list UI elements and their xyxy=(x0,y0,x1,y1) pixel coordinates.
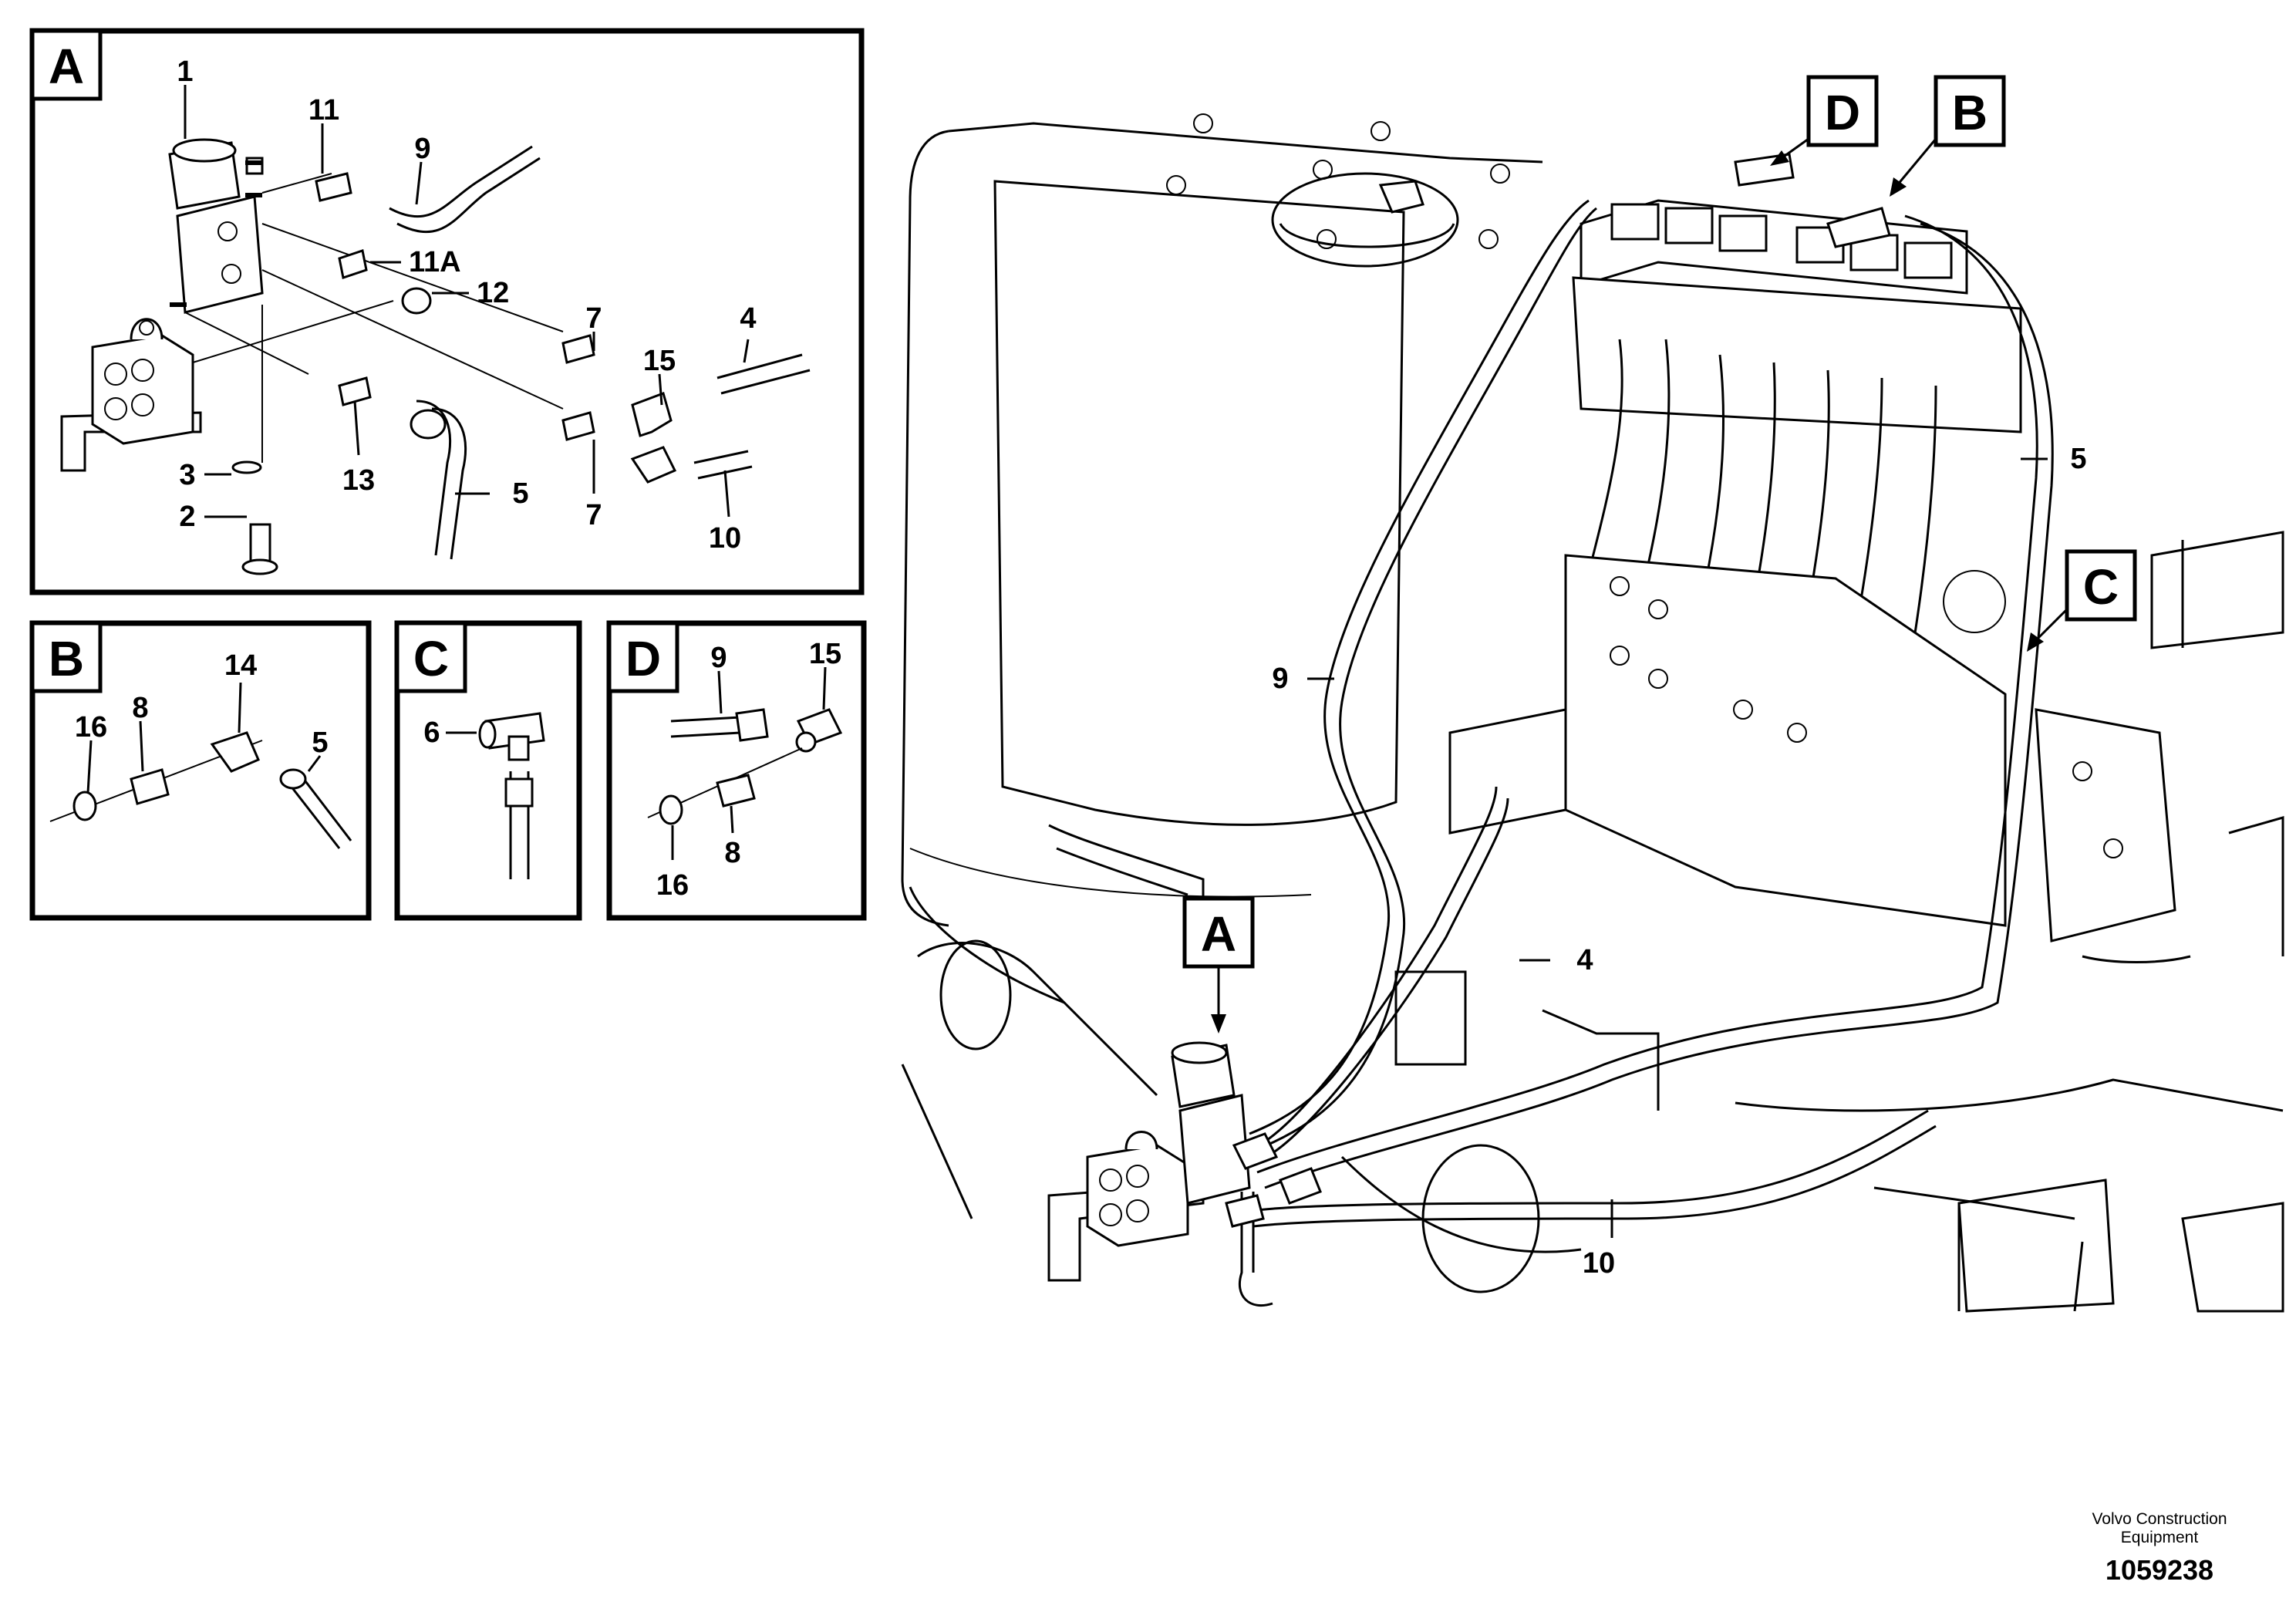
control-valve-block xyxy=(1448,199,2176,943)
callout-leaders-a xyxy=(184,85,750,518)
drawing-number: 1059238 xyxy=(2106,1554,2213,1586)
callout-14: 14 xyxy=(224,649,257,682)
main-callout-4: 4 xyxy=(1576,944,1593,976)
main-assembly-view: A D B C 5 9 4 10 xyxy=(901,75,2284,1313)
main-tag-a-label: A xyxy=(1201,906,1236,962)
main-tag-b: B xyxy=(1890,75,2006,197)
callout-5: 5 xyxy=(312,727,328,759)
detail-d-tag: D xyxy=(625,631,661,686)
main-hoses xyxy=(1225,199,2054,1307)
detail-c-panel: C 6 xyxy=(394,620,582,921)
detail-c-tag: C xyxy=(413,631,449,686)
callout-13: 13 xyxy=(342,464,375,497)
callout-9: 9 xyxy=(710,642,727,674)
main-tag-d: D xyxy=(1770,75,1879,166)
callout-16: 16 xyxy=(656,869,689,902)
callout-9: 9 xyxy=(414,133,430,165)
detail-a-tag: A xyxy=(49,39,84,94)
callout-7-lower: 7 xyxy=(585,499,602,531)
callout-6: 6 xyxy=(423,717,440,749)
hoses-detail-a xyxy=(389,145,811,560)
main-tag-a: A xyxy=(1182,896,1255,1034)
remote-solenoid-valve xyxy=(1047,1041,1251,1282)
callout-15: 15 xyxy=(809,638,841,670)
company-name-line2: Equipment xyxy=(2121,1529,2199,1546)
main-tag-c-label: C xyxy=(2083,559,2119,615)
company-name-line1: Volvo Construction xyxy=(2092,1510,2227,1528)
callout-10: 10 xyxy=(709,522,741,555)
mounting-bracket xyxy=(60,300,394,472)
tee-fitting xyxy=(478,712,545,879)
main-tag-c: C xyxy=(2027,549,2137,652)
detail-d-panel: D 9 15 8 16 xyxy=(606,620,867,921)
detail-a-panel: A xyxy=(29,28,865,595)
hydraulic-tank xyxy=(901,113,1543,927)
callout-leaders-d xyxy=(671,666,827,860)
detail-b-panel: B 14 16 8 5 xyxy=(29,620,372,921)
callout-11a: 11A xyxy=(409,246,461,278)
callout-leaders-b xyxy=(86,682,322,794)
main-tag-d-label: D xyxy=(1825,85,1860,140)
callout-8: 8 xyxy=(132,692,148,724)
solenoid-valve xyxy=(168,138,564,463)
callout-11: 11 xyxy=(308,94,339,126)
main-callout-leaders xyxy=(1307,457,2048,1238)
fittings-detail-d xyxy=(647,708,843,825)
callout-2: 2 xyxy=(179,501,195,533)
main-callout-9: 9 xyxy=(1272,663,1288,695)
callout-12: 12 xyxy=(477,277,509,309)
solenoid-bank xyxy=(1610,153,1953,279)
machine-frame xyxy=(901,531,2284,1313)
main-callout-10: 10 xyxy=(1583,1247,1615,1280)
main-callout-5: 5 xyxy=(2070,443,2086,475)
callout-4: 4 xyxy=(740,302,756,335)
callout-8: 8 xyxy=(724,837,740,869)
callout-16: 16 xyxy=(75,711,107,744)
callout-3: 3 xyxy=(179,459,195,491)
detail-b-tag: B xyxy=(49,631,84,686)
callout-15: 15 xyxy=(643,345,676,377)
callout-5: 5 xyxy=(512,477,528,510)
footer-block: Volvo Construction Equipment 1059238 xyxy=(2092,1510,2227,1586)
callout-7-upper: 7 xyxy=(585,302,602,335)
fittings-detail-b xyxy=(49,731,352,849)
main-tag-b-label: B xyxy=(1952,85,1988,140)
callout-1: 1 xyxy=(177,56,193,88)
